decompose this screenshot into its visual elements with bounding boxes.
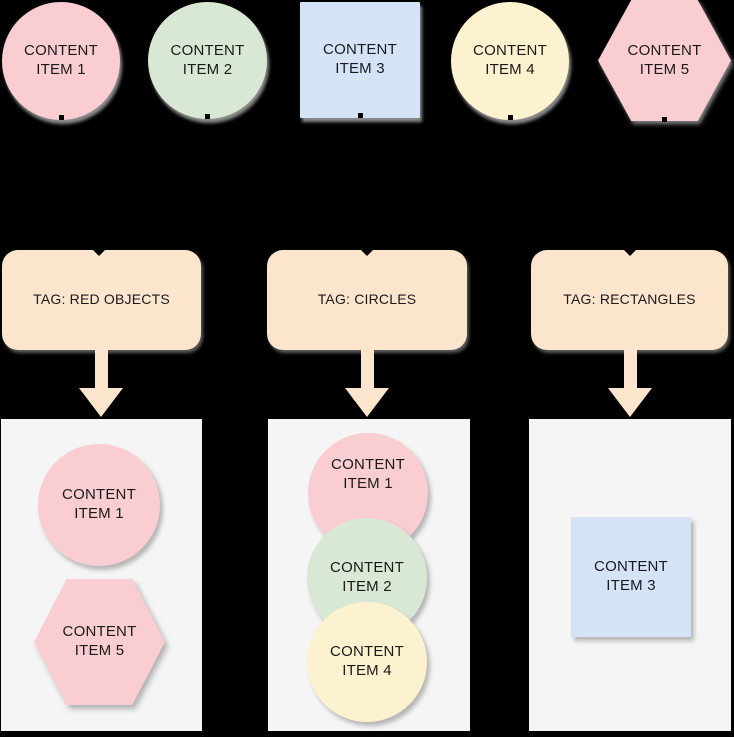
content-item-1: CONTENT ITEM 1 [2,2,120,120]
content-item-label: CONTENT ITEM 2 [330,559,404,595]
connector-arrowhead [93,250,105,256]
group-red-objects: CONTENT ITEM 1 CONTENT ITEM 5 [1,419,202,731]
content-item-label: CONTENT ITEM 2 [170,41,245,78]
arrow-head [79,388,123,417]
tag-label: TAG: RECTANGLES [563,291,696,308]
arrow-down-icon [345,350,390,417]
content-item-5: CONTENT ITEM 5 [598,0,731,121]
content-item-label: CONTENT ITEM 3 [594,558,668,594]
connector-stub [508,115,513,120]
arrow-stem [95,350,108,388]
connector-stub [358,113,363,118]
content-item-3: CONTENT ITEM 3 [571,517,691,637]
connector-stub [662,117,667,122]
content-item-label: CONTENT ITEM 5 [62,623,137,659]
content-item-label: CONTENT ITEM 4 [473,42,547,78]
content-item-4: CONTENT ITEM 4 [451,2,569,120]
tag-label: TAG: CIRCLES [317,291,417,308]
connector-stub [205,114,210,119]
content-item-3: CONTENT ITEM 3 [300,2,420,118]
content-item-label: CONTENT ITEM 3 [323,41,397,77]
arrow-head [608,388,652,417]
arrow-down-icon [79,350,124,417]
tag-rectangles: TAG: RECTANGLES [531,250,728,350]
connector-arrowhead [624,250,636,256]
arrow-stem [624,350,637,388]
content-item-label: CONTENT ITEM 1 [331,456,405,492]
content-item-1: CONTENT ITEM 1 [38,444,160,566]
arrow-stem [361,350,374,388]
tag-red-objects: TAG: RED OBJECTS [2,250,201,350]
connector-arrowhead [361,250,373,256]
content-item-2: CONTENT ITEM 2 [148,2,267,119]
group-rectangles: CONTENT ITEM 3 [529,419,731,731]
content-item-4: CONTENT ITEM 4 [307,602,427,722]
hexagon-shape: CONTENT ITEM 5 [598,0,731,121]
content-item-label: CONTENT ITEM 4 [330,643,404,679]
hexagon-shape: CONTENT ITEM 5 [34,579,165,705]
content-item-label: CONTENT ITEM 1 [62,486,136,522]
group-circles: CONTENT ITEM 1 CONTENT ITEM 2 CONTENT IT… [268,419,470,731]
tag-circles: TAG: CIRCLES [267,250,467,350]
connector-stub [59,115,64,120]
content-item-5: CONTENT ITEM 5 [34,579,165,705]
arrow-down-icon [608,350,653,417]
content-item-label: CONTENT ITEM 5 [627,41,702,78]
tag-label: TAG: RED OBJECTS [33,291,170,308]
content-item-label: CONTENT ITEM 1 [24,42,98,78]
arrow-head [345,388,389,417]
